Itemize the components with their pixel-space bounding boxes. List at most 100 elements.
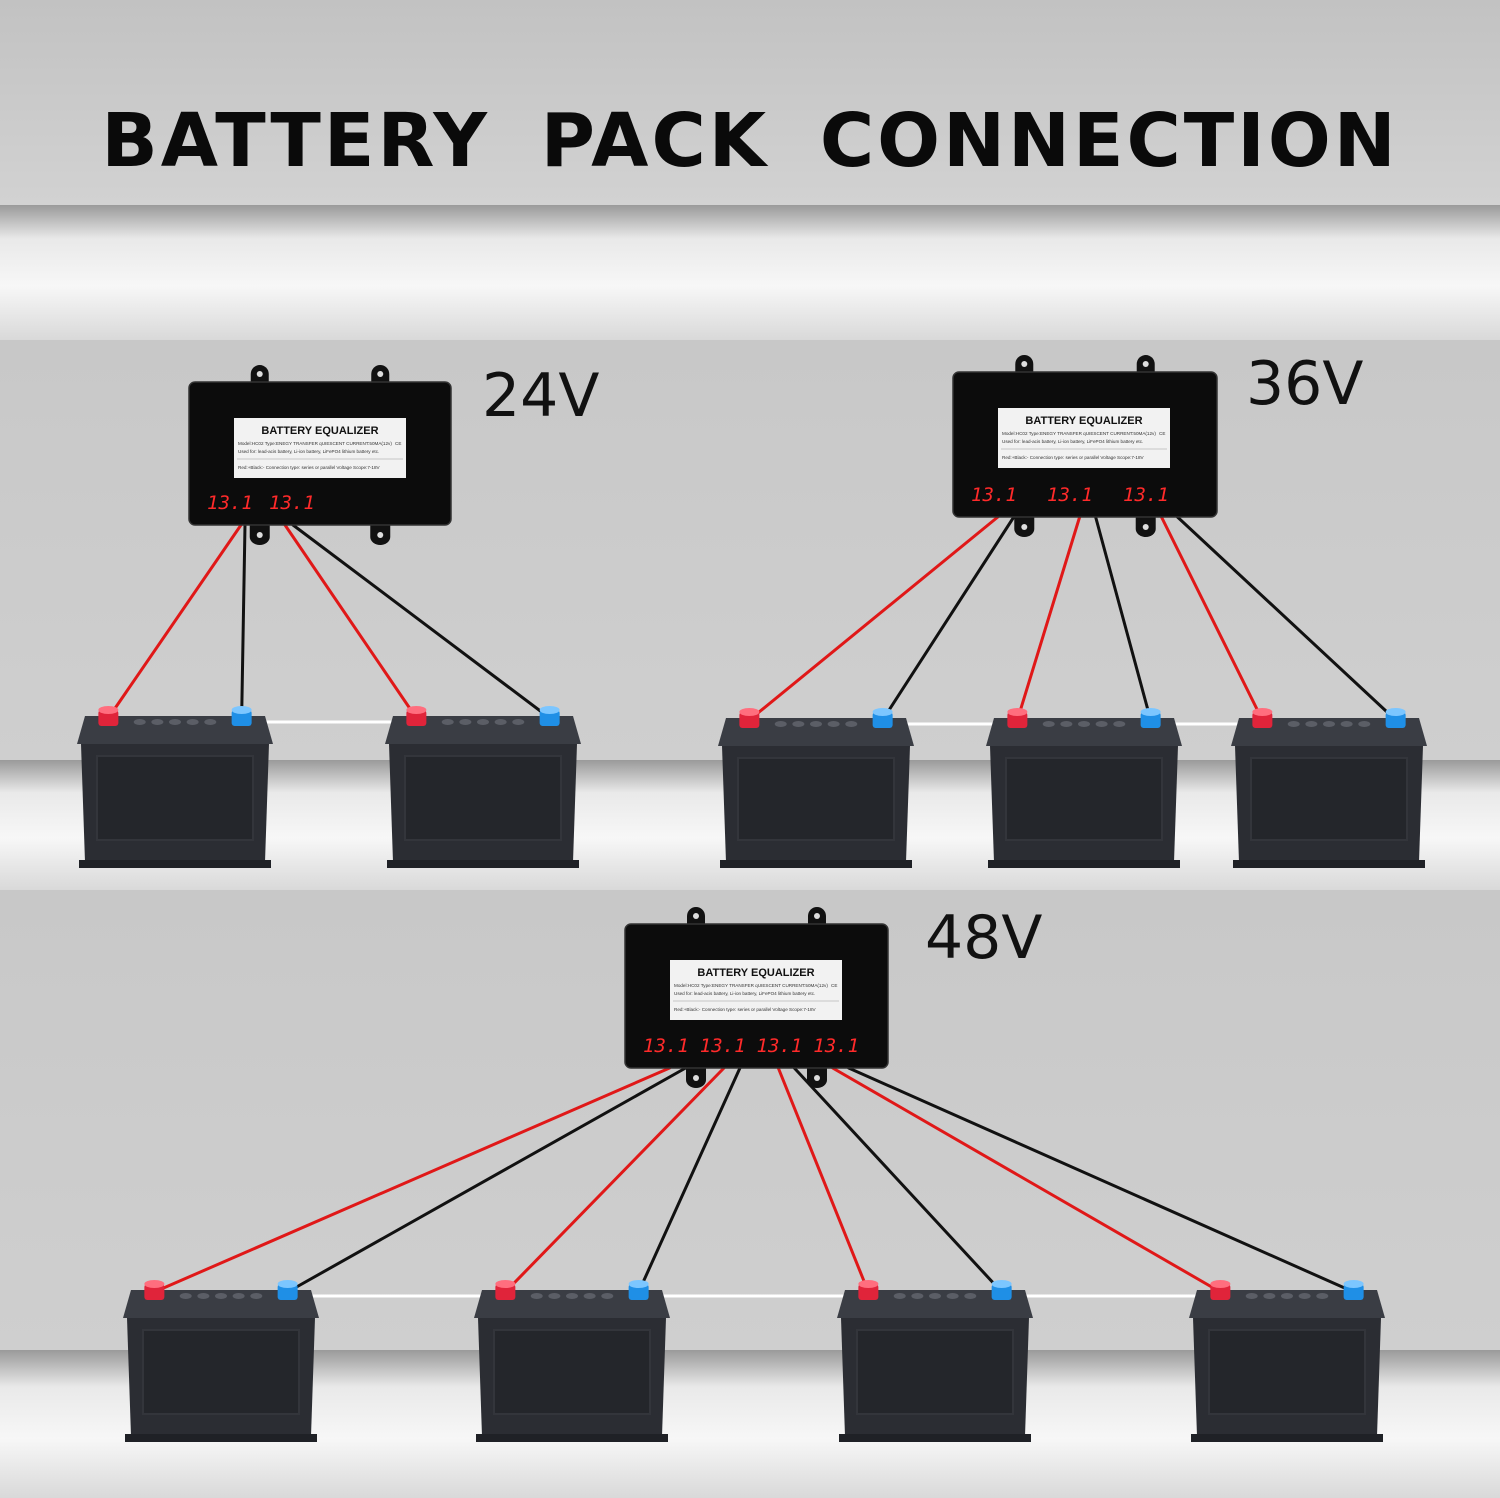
positive-terminal-top <box>1210 1280 1231 1288</box>
mount-hole <box>1142 361 1149 367</box>
battery-vent <box>1263 1293 1276 1299</box>
negative-terminal <box>872 712 893 728</box>
black-wire <box>792 1066 1004 1294</box>
battery-vent <box>1245 1293 1258 1299</box>
battery-top <box>837 1290 1033 1318</box>
voltage-display: 13.1 <box>643 1035 689 1057</box>
equalizer-heading: BATTERY EQUALIZER <box>1025 415 1142 427</box>
battery-vent <box>1113 721 1126 727</box>
positive-terminal-top <box>406 706 427 714</box>
red-wire <box>831 1066 1222 1294</box>
equalizer-spec-line: Red:+Black:- Connection type: series or … <box>674 1007 817 1012</box>
battery-vent <box>845 721 858 727</box>
black-wire <box>637 1066 742 1294</box>
battery-vent <box>186 719 199 725</box>
battery-vent <box>1298 1293 1311 1299</box>
equalizer-spec-line: Model:HC02 Type:ENEGY TRANSFER qUIESCENT… <box>1002 431 1156 436</box>
mount-hole <box>693 913 700 919</box>
red-wire <box>776 1066 870 1294</box>
battery-base <box>720 860 912 868</box>
battery-vent <box>169 719 181 725</box>
battery-vent <box>810 721 822 727</box>
battery-vent <box>441 719 454 725</box>
battery-vent <box>1340 721 1353 727</box>
mount-hole <box>377 371 384 377</box>
battery-1-1 <box>986 708 1182 868</box>
negative-terminal-top <box>539 706 560 714</box>
battery-top <box>1231 718 1427 746</box>
negative-terminal-top <box>991 1280 1012 1288</box>
battery-top <box>1189 1290 1385 1318</box>
voltage-label-36v: 36V <box>1246 349 1364 419</box>
positive-terminal <box>858 1284 879 1300</box>
battery-panel <box>96 755 254 841</box>
positive-terminal-top <box>1252 708 1273 716</box>
equalizer-spec-line: Used for: lead-acis battery, Li-ion batt… <box>674 991 815 996</box>
battery-vent <box>530 1293 543 1299</box>
black-wire <box>240 523 247 720</box>
positive-terminal-top <box>739 708 760 716</box>
equalizer-spec-line: Red:+Black:- Connection type: series or … <box>238 465 381 470</box>
black-wire <box>881 515 1016 722</box>
battery-vent <box>566 1293 578 1299</box>
battery-vent <box>215 1293 227 1299</box>
equalizer-label <box>234 418 406 478</box>
positive-terminal <box>406 710 427 726</box>
positive-terminal <box>739 712 760 728</box>
battery-vent <box>583 1293 596 1299</box>
black-wire <box>847 1066 1356 1294</box>
battery-top <box>718 718 914 746</box>
battery-vent <box>232 1293 245 1299</box>
battery-2-2 <box>837 1280 1033 1442</box>
battery-vent <box>1095 721 1108 727</box>
battery-vent <box>774 721 787 727</box>
equalizer-label <box>998 408 1170 468</box>
battery-vent <box>929 1293 941 1299</box>
positive-terminal-top <box>144 1280 165 1288</box>
red-wire <box>106 523 243 720</box>
voltage-display: 13.1 <box>757 1035 803 1057</box>
voltage-display: 13.1 <box>971 484 1017 506</box>
battery-vent <box>133 719 146 725</box>
equalizer-heading: BATTERY EQUALIZER <box>261 425 378 437</box>
battery-2-1 <box>474 1280 670 1442</box>
battery-vent <box>1281 1293 1293 1299</box>
battery-vent <box>1305 721 1318 727</box>
equalizer-spec-line: Used for: lead-acis battery, Li-ion batt… <box>238 449 379 454</box>
battery-vent <box>964 1293 977 1299</box>
black-wire <box>291 523 552 720</box>
battery-vent <box>946 1293 959 1299</box>
battery-vent <box>911 1293 924 1299</box>
positive-terminal <box>495 1284 516 1300</box>
battery-2-0 <box>123 1280 319 1442</box>
positive-terminal <box>1252 712 1273 728</box>
battery-vent <box>250 1293 263 1299</box>
battery-base <box>476 1434 668 1442</box>
mount-hole <box>256 532 263 538</box>
positive-terminal <box>98 710 119 726</box>
negative-terminal-top <box>277 1280 298 1288</box>
negative-terminal-top <box>1343 1280 1364 1288</box>
ce-mark: CE <box>831 983 837 988</box>
mount-hole <box>813 1075 820 1081</box>
battery-base <box>79 860 271 868</box>
ce-mark: CE <box>395 441 401 446</box>
battery-vent <box>477 719 489 725</box>
battery-top <box>986 718 1182 746</box>
negative-terminal-top <box>628 1280 649 1288</box>
negative-terminal-top <box>1385 708 1406 716</box>
positive-terminal-top <box>858 1280 879 1288</box>
mount-hole <box>1142 524 1149 530</box>
voltage-display: 13.1 <box>1123 484 1169 506</box>
battery-panel <box>142 1329 300 1415</box>
battery-panel <box>493 1329 651 1415</box>
voltage-display: 13.1 <box>813 1035 859 1057</box>
battery-top <box>474 1290 670 1318</box>
negative-terminal <box>628 1284 649 1300</box>
battery-base <box>1233 860 1425 868</box>
battery-vent <box>1060 721 1073 727</box>
positive-terminal-top <box>1007 708 1028 716</box>
battery-vent <box>512 719 525 725</box>
